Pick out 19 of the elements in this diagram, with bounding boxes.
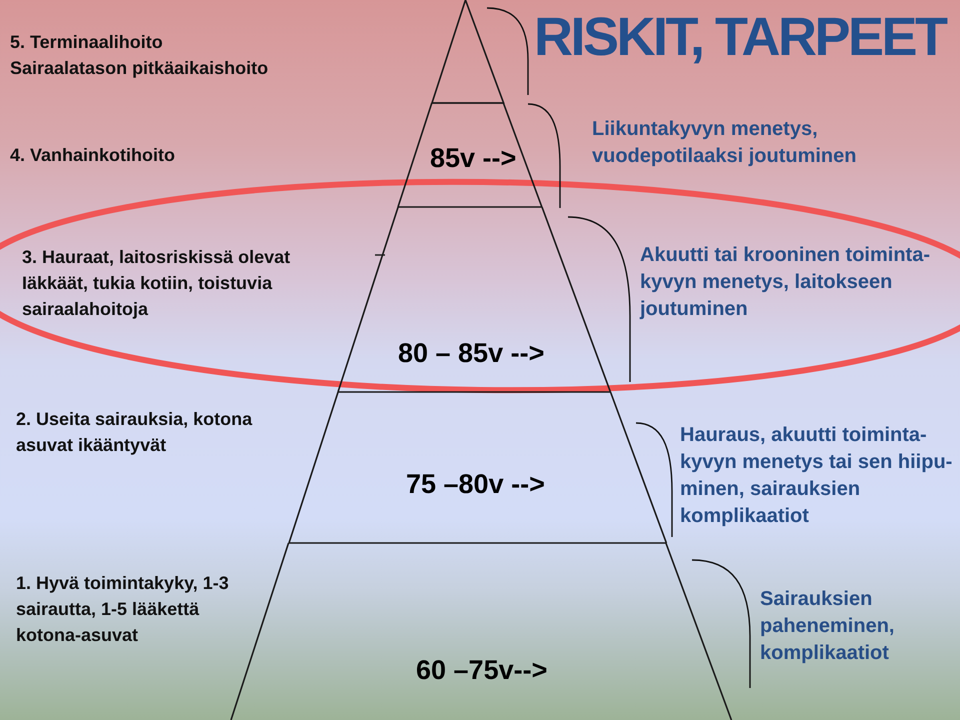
risk-description: Akuutti tai krooninen toiminta- kyvyn menetys, laitokseen joutuminen (640, 243, 931, 322)
care-level-label: 2. Useita sairauksia, kotona asuvat ikääntyvät (16, 408, 254, 457)
title: RISKIT, TARPEET (534, 10, 946, 64)
age-label: 75 –80v --> (406, 468, 545, 501)
care-level-label: 3. Hauraat, laitosriskissä olevat Iäkkäät, tukia kotiin, toistuvia sairaalahoitoja (22, 246, 292, 321)
age-label: 85v --> (430, 142, 516, 175)
age-label: 60 –75v--> (416, 654, 548, 687)
risk-description: Hauraus, akuutti toiminta- kyvyn menetys tai sen hiipu- minen, sairauksien komplikaatiot (680, 423, 954, 529)
pyramid-tier (338, 207, 610, 392)
pyramid-tier (231, 543, 732, 720)
risk-description: Liikuntakyvyn menetys, vuodepotilaaksi joutuminen (592, 117, 858, 169)
risk-description: Sairauksien paheneminen, komplikaatiot (760, 587, 896, 666)
pyramid-tier (398, 103, 542, 207)
age-label: 80 – 85v --> (398, 337, 544, 370)
care-level-label: 4. Vanhainkotihoito (10, 144, 176, 167)
care-level-label: 1. Hyvä toimintakyky, 1-3 sairautta, 1-5 lääkettä kotona-asuvat (16, 572, 230, 647)
pyramid-tier (432, 0, 504, 103)
pyramid-tier (288, 392, 666, 543)
care-level-label: 5. Terminaalihoito Sairaalatason pitkäaikaishoito (10, 31, 270, 80)
